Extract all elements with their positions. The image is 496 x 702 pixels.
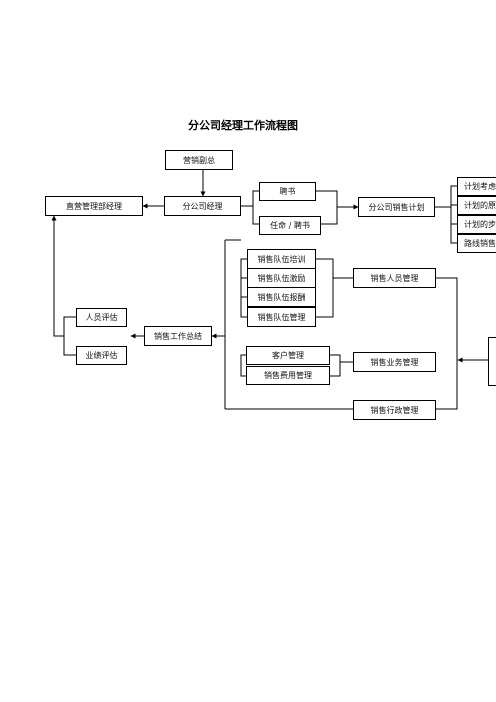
plan-item-1: 计划考虑	[457, 177, 496, 196]
appointment-letter-box: 聘书	[259, 182, 316, 201]
bracket-appointment	[252, 190, 259, 225]
bracket-customer-right	[330, 354, 341, 377]
bracket-team	[240, 258, 247, 318]
sales-admin-management-box: 销售行政管理	[353, 400, 436, 420]
page-title: 分公司经理工作流程图	[188, 119, 298, 132]
sales-staff-management-box: 销售人员管理	[353, 268, 436, 288]
bracket-evaluation	[63, 316, 76, 356]
customer-management-box: 客户管理	[246, 346, 330, 365]
bracket-customer	[240, 354, 246, 377]
branch-manager-box: 分公司经理	[164, 196, 241, 216]
sales-business-management-box: 销售业务管理	[353, 352, 436, 372]
team-compensation-box: 销售队伍报酬	[247, 287, 316, 307]
team-training-box: 销售队伍培训	[247, 249, 316, 269]
direct-ops-manager-box: 直营管理部经理	[45, 196, 143, 216]
plan-item-2: 计划的原	[457, 196, 496, 215]
staff-evaluation-box: 人员评估	[76, 308, 127, 327]
performance-evaluation-box: 业绩评估	[76, 346, 127, 365]
sales-expense-management-box: 销售费用管理	[246, 366, 330, 385]
team-management-box: 销售队伍管理	[247, 307, 316, 327]
right-collector-line	[436, 277, 458, 410]
bracket-plan-items	[450, 185, 457, 244]
offscreen-right-box	[488, 337, 496, 386]
vp-marketing-box: 营销副总	[165, 150, 233, 170]
plan-item-4: 路线销售	[457, 234, 496, 253]
sales-work-summary-box: 销售工作总结	[144, 326, 212, 346]
appointment-and-letter-box: 任命 / 聘书	[259, 216, 321, 235]
line-evaluation-to-direct-ops	[51, 215, 64, 337]
bracket-team-right	[316, 258, 334, 318]
plan-item-3: 计划的步	[457, 215, 496, 234]
branch-sales-plan-box: 分公司销售计划	[358, 197, 435, 217]
team-incentive-box: 销售队伍激励	[247, 268, 316, 288]
